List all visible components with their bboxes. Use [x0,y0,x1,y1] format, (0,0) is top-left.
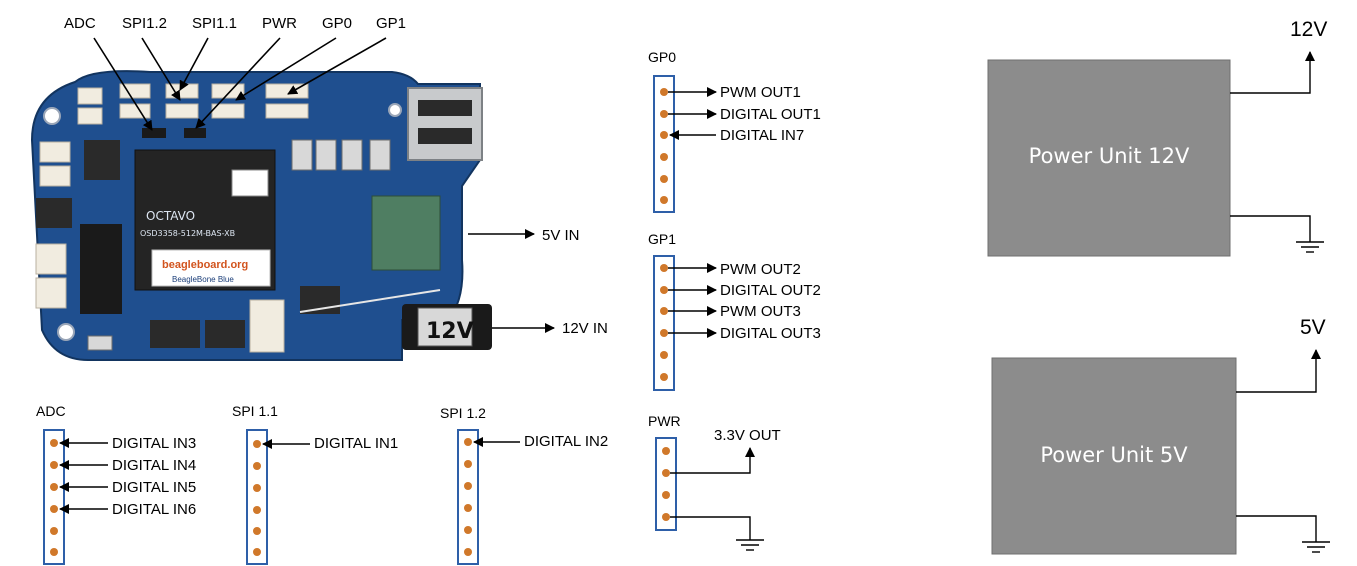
wifi-module [372,196,440,270]
pwr-header-group: PWR 3.3V OUT [648,413,781,550]
bottom-button [88,336,112,350]
adc-header [44,430,64,564]
beaglebone-blue-board: OCTAVO OSD3358-512M-BAS-XB beagleboard.o… [32,71,492,360]
driver-chip [205,320,245,348]
label-spi12: SPI1.2 [122,15,167,32]
spi12-header-group: SPI 1.2 DIGITAL IN2 [440,405,608,564]
qr-sticker [232,170,268,196]
spi12-pin1-label: DIGITAL IN2 [524,433,608,450]
spi11-header [247,430,267,564]
adc-pin2-label: DIGITAL IN4 [112,457,196,474]
adc-title: ADC [36,403,66,419]
label-pwr: PWR [262,15,297,32]
spi12-title: SPI 1.2 [440,405,486,421]
adc-pin3-label: DIGITAL IN5 [112,479,196,496]
chip-name: OCTAVO [146,209,195,223]
expansion-header [80,224,122,314]
spi-header [184,128,206,138]
brand-label: beagleboard.org BeagleBone Blue [152,250,270,286]
gp1-header [654,256,674,390]
brand-name: beagleboard.org [162,259,248,271]
gp1-pin2-label: DIGITAL OUT2 [720,282,821,299]
gp1-title: GP1 [648,231,676,247]
barrel-jack-12v: 12V [402,304,492,350]
label-5v-in: 5V IN [542,227,580,244]
label-adc: ADC [64,15,96,32]
board-top-labels: ADC SPI1.2 SPI1.1 PWR GP0 GP1 [64,15,406,32]
gp1-pin1-label: PWM OUT2 [720,261,801,278]
barrel-label: 12V [426,319,474,344]
board-model: BeagleBone Blue [172,275,234,284]
dc-chip [36,198,72,228]
mount-hole [58,324,74,340]
gp0-title: GP0 [648,49,676,65]
power-unit-5v: Power Unit 5V 5V [992,316,1330,554]
adc-pin1-label: DIGITAL IN3 [112,435,196,452]
mount-hole [389,104,401,116]
label-gp1: GP1 [376,15,406,32]
pwr-out-label: 3.3V OUT [714,427,781,444]
label-gp0: GP0 [322,15,352,32]
power-unit-12v-out: 12V [1290,18,1327,41]
gp0-header-group: GP0 PWM OUT1 DIGITAL OUT1 DIGITAL IN7 [648,49,821,212]
spi11-header-group: SPI 1.1 DIGITAL IN1 [232,403,398,564]
adc-pin4-label: DIGITAL IN6 [112,501,196,518]
gp1-header-group: GP1 PWM OUT2 DIGITAL OUT2 PWM OUT3 DIGIT… [648,231,821,390]
gp0-pin3-label: DIGITAL IN7 [720,127,804,144]
mount-hole [44,108,60,124]
chip-part: OSD3358-512M-BAS-XB [140,229,235,238]
gp0-pin2-label: DIGITAL OUT1 [720,106,821,123]
spi11-title: SPI 1.1 [232,403,278,419]
memory-chip [84,140,120,180]
spi12-header [458,430,478,564]
spi11-pin1-label: DIGITAL IN1 [314,435,398,452]
gp0-pin1-label: PWM OUT1 [720,84,801,101]
power-unit-12v-name: Power Unit 12V [1029,144,1190,168]
power-unit-5v-name: Power Unit 5V [1040,443,1188,467]
usb-port [408,88,482,160]
label-12v-in: 12V IN [562,320,608,337]
adc-header-group: ADC DIGITAL IN3 DIGITAL IN4 DIGITAL IN5 … [36,403,196,564]
label-spi11: SPI1.1 [192,15,237,32]
gp1-pin3-label: PWM OUT3 [720,303,801,320]
driver-chip [150,320,200,348]
adc-header [142,128,166,138]
pwr-title: PWR [648,413,681,429]
power-unit-12v: Power Unit 12V 12V [988,18,1327,256]
power-unit-5v-out: 5V [1300,316,1326,339]
gp0-header [654,76,674,212]
gp1-pin4-label: DIGITAL OUT3 [720,325,821,342]
